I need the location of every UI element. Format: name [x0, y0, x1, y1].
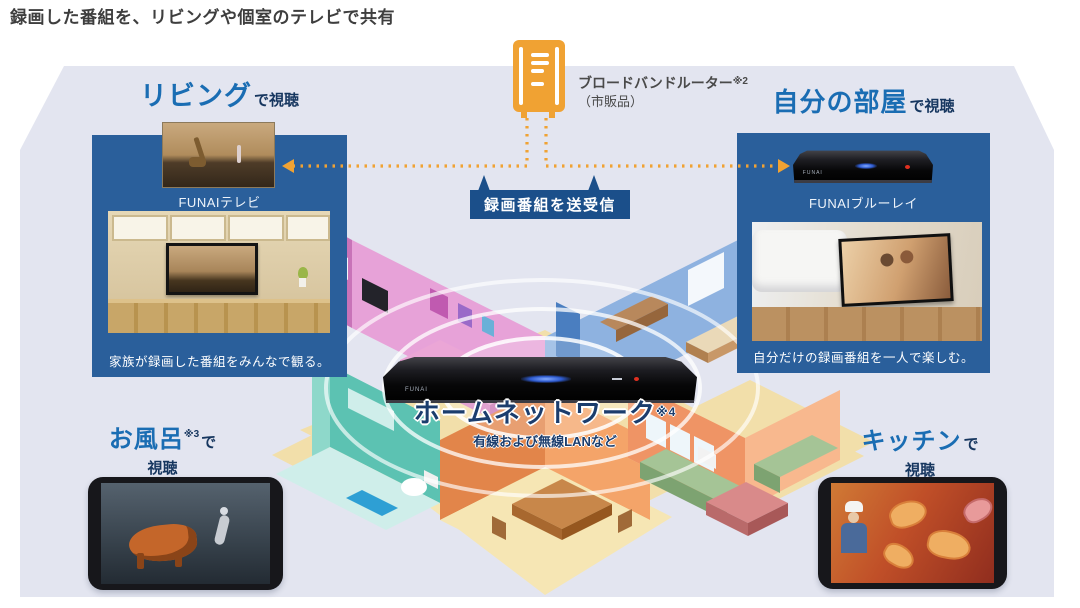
broadband-router-icon [513, 40, 565, 112]
living-room-photo [108, 211, 330, 333]
bluray-display-light [854, 163, 877, 170]
kitchen-name: キッチン [861, 428, 962, 455]
living-heading: リビングで視聴 [92, 74, 347, 113]
ownroom-heading: 自分の部屋で視聴 [737, 82, 990, 119]
recorder-brand-logo: FUNAI [404, 386, 428, 393]
network-title: ホームネットワーク [413, 398, 656, 428]
living-room-name: リビング [139, 81, 252, 111]
bath-name: お風呂 [108, 426, 184, 453]
wooden-desk [752, 307, 982, 341]
home-network-label: ホームネットワーク※4 有線および無線LANなど [340, 393, 750, 450]
funai-bluray-image: FUNAI [793, 150, 933, 183]
living-panel: FUNAIテレビ 家族が録画した番組をみんなで観る。 [92, 122, 347, 377]
page-title: 録画した番組を、リビングや個室のテレビで共有 [10, 8, 395, 27]
funai-recorder-image: FUNAI [383, 356, 697, 403]
ownroom-panel: FUNAI FUNAIブルーレイ 自分だけの録画番組を一人で楽しむ。 [737, 133, 990, 373]
kitchen-phone-screen [831, 483, 994, 583]
recorder-record-led [634, 376, 640, 381]
router-label: ブロードバンドルーター※2 （市販品） [578, 74, 748, 110]
network-note: ※4 [655, 405, 677, 419]
router-name: ブロードバンドルーター [578, 75, 733, 91]
router-availability: （市販品） [578, 93, 644, 109]
router-foot [521, 111, 527, 118]
badge-pointer-icon [588, 175, 600, 191]
transfer-badge: 録画番組を送受信 [470, 175, 630, 219]
router-note: ※2 [732, 76, 748, 87]
funai-tv-image [162, 122, 275, 188]
recorder-display-light [521, 374, 572, 384]
person-silhouette [237, 145, 241, 163]
funai-bluray-label: FUNAIブルーレイ [808, 196, 918, 211]
ownroom-name: 自分の部屋 [772, 87, 908, 117]
ownroom-watch-suffix: で視聴 [909, 98, 955, 115]
plant-icon [298, 267, 308, 279]
bath-watch-word: 視聴 [147, 460, 178, 477]
desk-tv [838, 233, 954, 307]
bath-smartphone-image [88, 477, 283, 590]
kitchen-watch-word: 視聴 [904, 462, 935, 479]
router-foot [549, 111, 555, 118]
chef-figure [845, 501, 863, 512]
kitchen-heading: キッチンで 視聴 [840, 421, 1000, 480]
living-caption: 家族が録画した番組をみんなで観る。 [108, 355, 330, 369]
running-person [213, 514, 231, 546]
own-room-photo [752, 222, 982, 341]
wall-tv [166, 243, 258, 295]
bluray-brand-logo: FUNAI [802, 169, 823, 176]
bluray-record-led [905, 164, 910, 169]
bath-note: ※3 [183, 429, 200, 440]
tv-lowboard [108, 299, 330, 333]
bath-phone-screen [101, 483, 270, 584]
bath-watch-suffix: で [201, 434, 217, 451]
living-watch-suffix: で視聴 [253, 92, 299, 109]
transfer-badge-label: 録画番組を送受信 [483, 197, 616, 214]
funai-tv-label: FUNAIテレビ [178, 195, 261, 210]
bedding [752, 230, 847, 292]
badge-pointer-icon [478, 175, 490, 191]
network-subtitle: 有線および無線LANなど [473, 434, 617, 449]
kitchen-watch-suffix: で [963, 436, 979, 453]
ownroom-caption: 自分だけの録画番組を一人で楽しむ。 [752, 351, 974, 365]
kitchen-smartphone-image [818, 477, 1007, 589]
kitchen-room [628, 380, 864, 536]
